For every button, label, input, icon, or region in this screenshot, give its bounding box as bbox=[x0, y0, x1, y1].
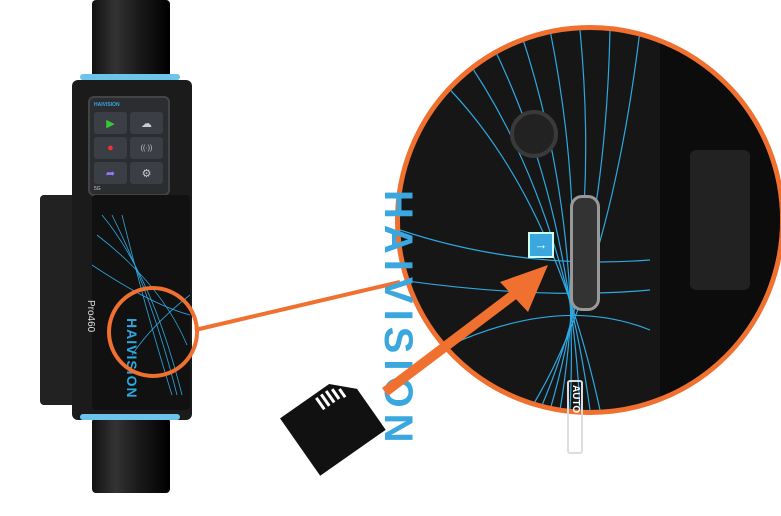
bottom-handle bbox=[92, 418, 170, 493]
headphone-jack bbox=[510, 110, 558, 158]
record-button[interactable]: ● bbox=[94, 137, 127, 159]
sd-insert-icon: → bbox=[528, 232, 554, 258]
network-status: 5G bbox=[94, 186, 101, 192]
play-button[interactable]: ▶ bbox=[94, 112, 127, 134]
insert-arrow-shaft bbox=[381, 286, 524, 396]
touch-screen: HAIVISION ▶ ☁ ● ((·)) ➦ ⚙ 5G bbox=[88, 96, 170, 196]
forward-button[interactable]: ➦ bbox=[94, 162, 127, 184]
callout-small-circle bbox=[107, 286, 199, 378]
settings-button[interactable]: ⚙ bbox=[130, 162, 163, 184]
screen-brand: HAIVISION bbox=[94, 102, 120, 108]
callout-zoom-circle bbox=[395, 25, 781, 415]
blue-band-top bbox=[80, 74, 180, 80]
insert-arrow-head bbox=[500, 265, 548, 312]
sd-card-slot bbox=[570, 195, 600, 311]
cloud-upload-button[interactable]: ☁ bbox=[130, 112, 163, 134]
micro-sd-card-icon bbox=[280, 383, 386, 476]
connector-line bbox=[194, 280, 401, 332]
top-handle bbox=[92, 0, 170, 78]
wireless-button[interactable]: ((·)) bbox=[130, 137, 163, 159]
blue-band-bottom bbox=[80, 414, 180, 420]
